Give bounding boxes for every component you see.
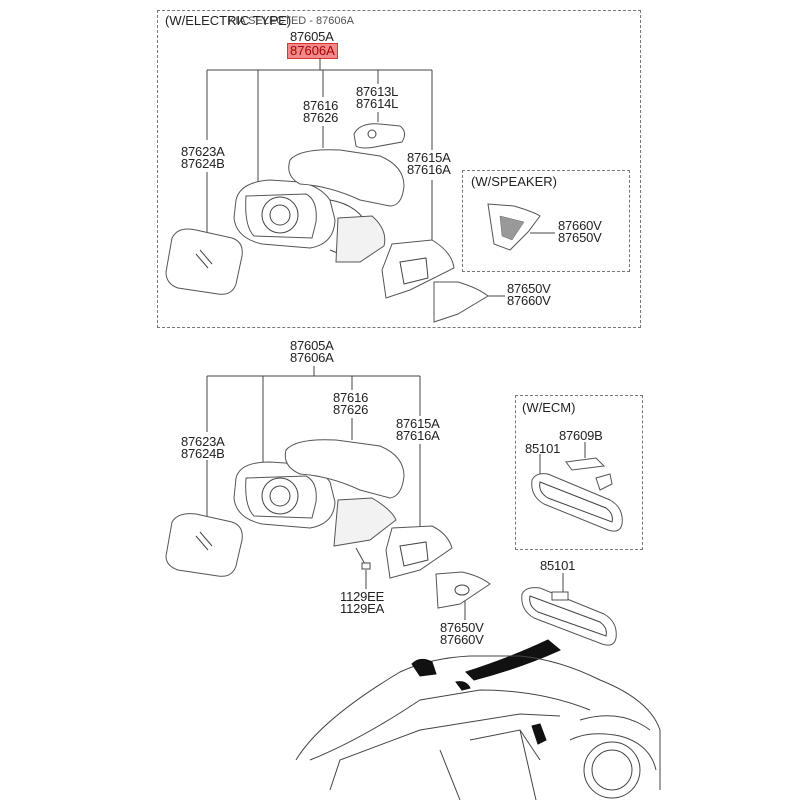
electric-type-title: (W/ELECTRIC TYPE) xyxy=(165,13,292,28)
part-number: 87605A xyxy=(290,29,334,44)
electric-base-bracket xyxy=(335,215,386,263)
label-electric-garnish[interactable]: 87650V 87660V xyxy=(507,281,551,308)
standard-garnish xyxy=(435,571,491,609)
electric-type-box xyxy=(157,10,641,328)
vehicle-outline xyxy=(295,655,661,800)
ecm-mount xyxy=(595,473,613,491)
label-inside-mirror[interactable]: 85101 xyxy=(540,558,576,573)
location-pointer xyxy=(465,639,561,681)
ecm-box xyxy=(515,395,643,550)
speaker-box xyxy=(462,170,630,272)
screw-icon xyxy=(355,547,371,570)
highlighted-part-87606A[interactable]: 87606A xyxy=(287,43,338,59)
label-electric-cover[interactable]: 87616 87626 xyxy=(303,98,339,125)
label-speaker-part[interactable]: 87660V 87650V xyxy=(558,218,602,245)
inside-rear-view-mirror xyxy=(521,587,617,646)
ecm-mount-cover xyxy=(565,457,606,471)
standard-leader-lines xyxy=(206,366,586,620)
ecm-box-title: (W/ECM) xyxy=(522,400,576,415)
standard-bracket-cover xyxy=(385,525,453,579)
electric-side-lamp xyxy=(353,123,406,149)
label-standard-cover[interactable]: 87616 87626 xyxy=(333,390,369,417)
label-electric-lamp[interactable]: 87613L 87614L xyxy=(356,84,399,111)
inside-mirror-mount xyxy=(551,591,569,601)
electric-scalp-cover xyxy=(288,149,405,207)
vehicle-mirror-marker xyxy=(411,658,437,677)
label-standard-screw[interactable]: 1129EE 1129EA xyxy=(340,589,385,616)
electric-mirror-glass xyxy=(165,228,243,295)
label-electric-bracket[interactable]: 87615A 87616A xyxy=(407,150,451,177)
label-ecm-mirror[interactable]: 85101 xyxy=(525,441,561,456)
label-standard-garnish[interactable]: 87650V 87660V xyxy=(440,620,484,647)
speaker-box-title: (W/SPEAKER) xyxy=(471,174,557,189)
label-standard-assembly[interactable]: 87605A 87606A xyxy=(290,338,334,365)
label-standard-bracket[interactable]: 87615A 87616A xyxy=(396,416,440,443)
standard-scalp-cover xyxy=(284,439,405,499)
label-ecm-cover[interactable]: 87609B xyxy=(559,428,603,443)
label-standard-glass[interactable]: 87623A 87624B xyxy=(181,434,225,461)
label-electric-glass[interactable]: 87623A 87624B xyxy=(181,144,225,171)
standard-base-bracket xyxy=(333,497,397,547)
electric-leader-lines xyxy=(206,58,555,297)
hover-tooltip: KIA SELECTED - 87606A xyxy=(228,15,354,27)
electric-bracket-cover xyxy=(381,239,455,299)
label-electric-assembly[interactable]: 87605A xyxy=(290,29,334,44)
electric-garnish xyxy=(433,281,489,323)
